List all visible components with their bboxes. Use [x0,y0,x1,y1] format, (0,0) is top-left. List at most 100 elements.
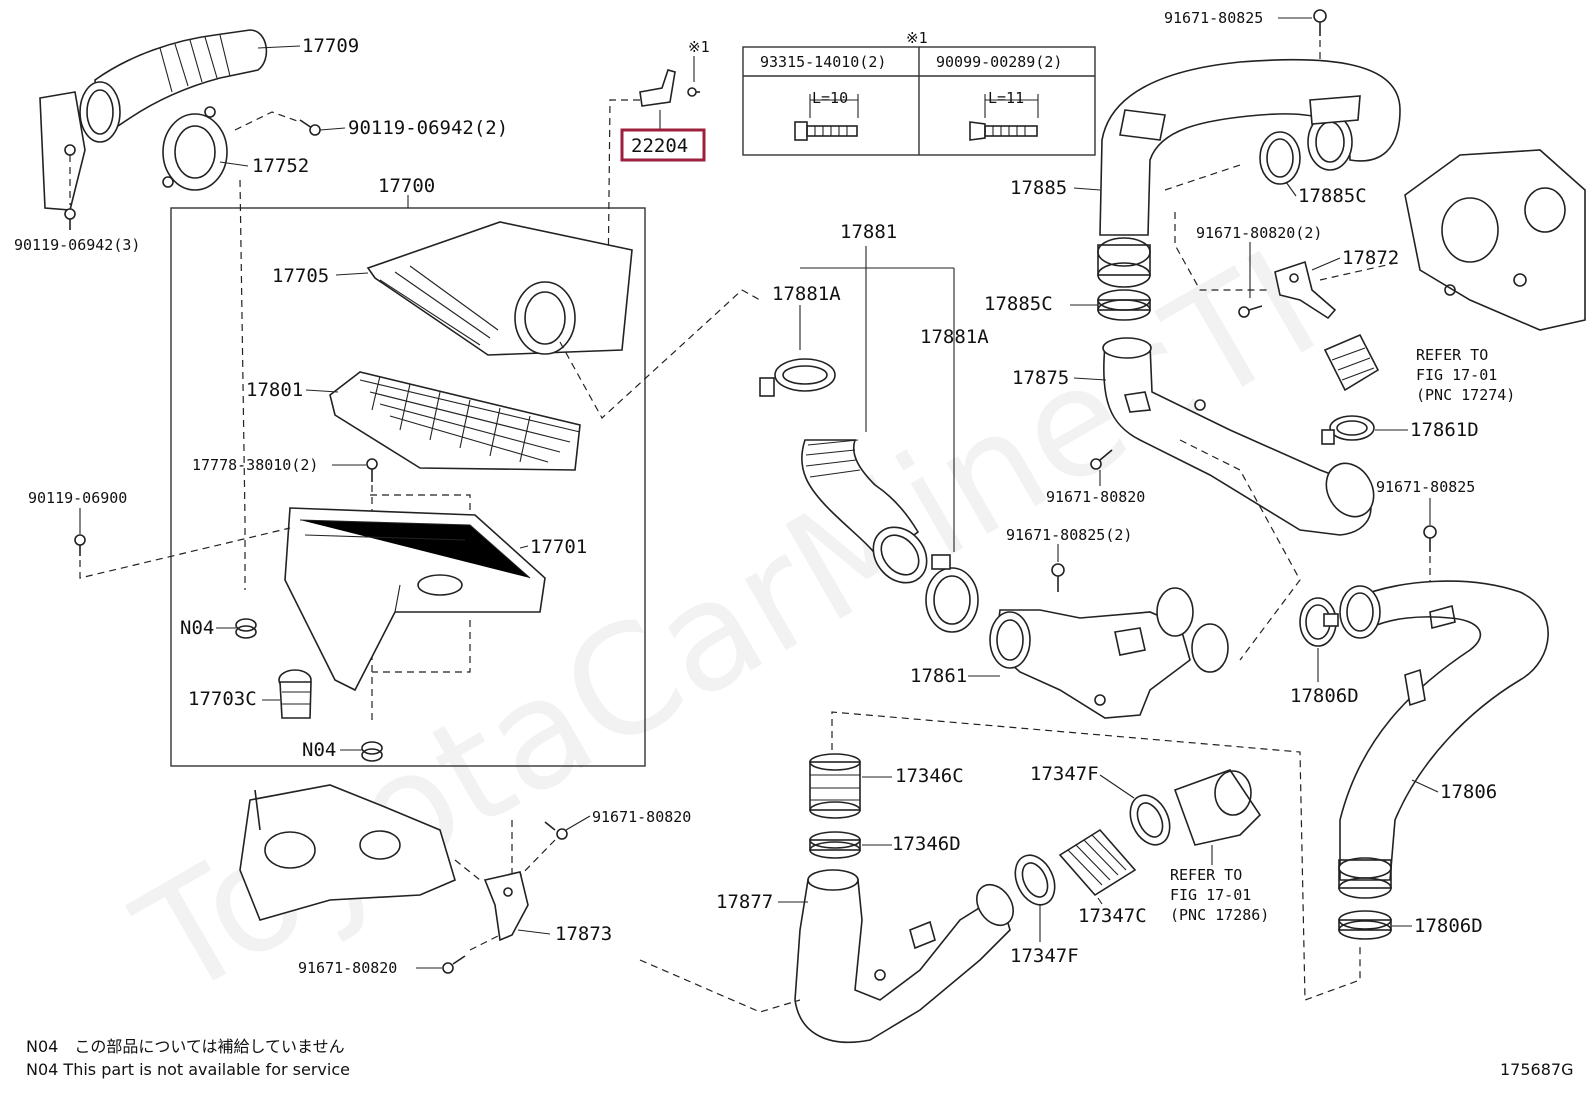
clamp-17346d [809,831,861,859]
refer-note-17286-line1: REFER TO [1170,866,1242,884]
air-flow-meter-22204 [639,69,700,107]
intake-bracket-17752 [162,106,228,191]
label-17881: 17881 [840,221,897,243]
air-filter-17801 [329,371,581,471]
label-n04-upper: N04 [180,617,214,639]
clamp-17861d [1321,415,1375,445]
highlight-22204 [620,128,706,162]
grommet-n04-upper [235,618,257,639]
table-header-90099: 90099-00289(2) [936,53,1062,71]
bolt-90119-06900 [74,534,86,556]
hose-17885 [1097,58,1401,288]
label-17705: 17705 [272,265,329,287]
label-17877: 17877 [716,891,773,913]
footnote-japanese: N04 この部品については補給していません [26,1037,345,1056]
label-17801: 17801 [246,379,303,401]
bolt-91671-80820-bl2 [442,955,466,974]
table-dim-l10: L=10 [812,89,848,107]
pipe-17861 [989,587,1229,719]
refer-note-17286-line3: (PNC 17286) [1170,906,1269,924]
label-17806: 17806 [1440,781,1497,803]
hose-17347c [1058,828,1137,897]
bolt-91671-80825-right [1423,525,1437,552]
label-91671-80820-bl2: 91671-80820 [298,959,397,977]
connector-hose-17274 [1323,333,1380,392]
pipe-17806 [1338,580,1549,899]
label-17703c: 17703C [188,688,257,710]
label-17806d-lower: 17806D [1414,915,1483,937]
table-header-93315: 93315-14010(2) [760,53,886,71]
label-91671-80825-2: 91671-80825(2) [1006,526,1132,544]
clamp-17885c-lower [1097,289,1151,321]
label-17861d: 17861D [1410,419,1479,441]
bracket-17873 [483,871,529,942]
label-17701: 17701 [530,536,587,558]
clamp-17806d-lower [1338,910,1392,940]
label-17347f-upper: 17347F [1030,763,1099,785]
label-17806d-upper: 17806D [1290,685,1359,707]
table-dim-l11: L=11 [988,89,1024,107]
hose-17881 [801,439,928,584]
clamp-17881a-right [925,554,979,633]
label-17875: 17875 [1012,367,1069,389]
label-17700: 17700 [378,175,435,197]
bolt-91671-80825-top [1313,9,1327,36]
air-cleaner-cap-17705 [366,221,633,356]
label-22204: 22204 [631,135,688,157]
throttle-body [239,784,456,921]
footnote-english: N04 This part is not available for servi… [26,1060,350,1079]
bolt-90119-06942-2 [299,119,321,136]
bolt-91671-80820-bl1 [544,821,568,840]
refer-note-17274-line2: FIG 17-01 [1416,366,1497,384]
label-91671-80825-top: 91671-80825 [1164,9,1263,27]
air-cleaner-case-17701 [284,507,546,692]
label-17861: 17861 [910,665,967,687]
label-90119-06942-2: 90119-06942(2) [348,117,508,139]
bolt-90119-06942-3 [64,208,76,230]
label-90119-06900: 90119-06900 [28,489,127,507]
label-17885: 17885 [1010,177,1067,199]
clamp-17885c-upper [1259,131,1301,185]
refer-note-17274-line3: (PNC 17274) [1416,386,1515,404]
clamp-17347f-lower [1014,854,1056,906]
table-note-marker: ※1 [906,29,928,47]
label-17778-38010-2: 17778-38010(2) [192,456,318,474]
refer-note-17274-line1: REFER TO [1416,346,1488,364]
engine-block [1404,149,1586,331]
clamp-17347f-upper [1129,794,1171,846]
label-17752: 17752 [252,155,309,177]
label-17885c-upper: 17885C [1298,185,1367,207]
pipe-17877 [794,869,1014,1044]
bracket-17872 [1274,260,1337,320]
bolt-91671-80820-mid [1090,449,1113,470]
bolt-table [742,46,1096,156]
label-17881a-left: 17881A [772,283,841,305]
label-17346d: 17346D [892,833,961,855]
label-n04-lower: N04 [302,739,336,761]
label-17347f-lower: 17347F [1010,945,1079,967]
label-17873: 17873 [555,923,612,945]
label-17885c-lower: 17885C [984,293,1053,315]
refer-note-17286-line2: FIG 17-01 [1170,886,1251,904]
drain-valve-17703c [278,669,312,719]
label-91671-80820-mid: 91671-80820 [1046,488,1145,506]
intake-hose-17709 [39,29,268,211]
label-91671-80820-2: 91671-80820(2) [1196,224,1322,242]
note-marker-22204: ※1 [688,38,710,56]
bolt-91671-80820-2 [1238,305,1263,318]
bolt-icon-90099 [969,94,1039,141]
label-91671-80825-right: 91671-80825 [1376,478,1475,496]
label-17346c: 17346C [895,765,964,787]
clamp-17881a-left [759,358,836,397]
label-17872: 17872 [1342,247,1399,269]
label-91671-80820-bl1: 91671-80820 [592,808,691,826]
figure-id: 175687G [1500,1060,1573,1079]
boot-17346c [809,753,861,819]
connector-hose-17286 [1173,769,1262,846]
pipe-17875 [1102,337,1375,536]
bolt-91671-80825-2 [1051,563,1065,592]
label-17347c: 17347C [1078,905,1147,927]
bolt-icon-93315 [794,94,859,141]
label-90119-06942-3: 90119-06942(3) [14,236,140,254]
